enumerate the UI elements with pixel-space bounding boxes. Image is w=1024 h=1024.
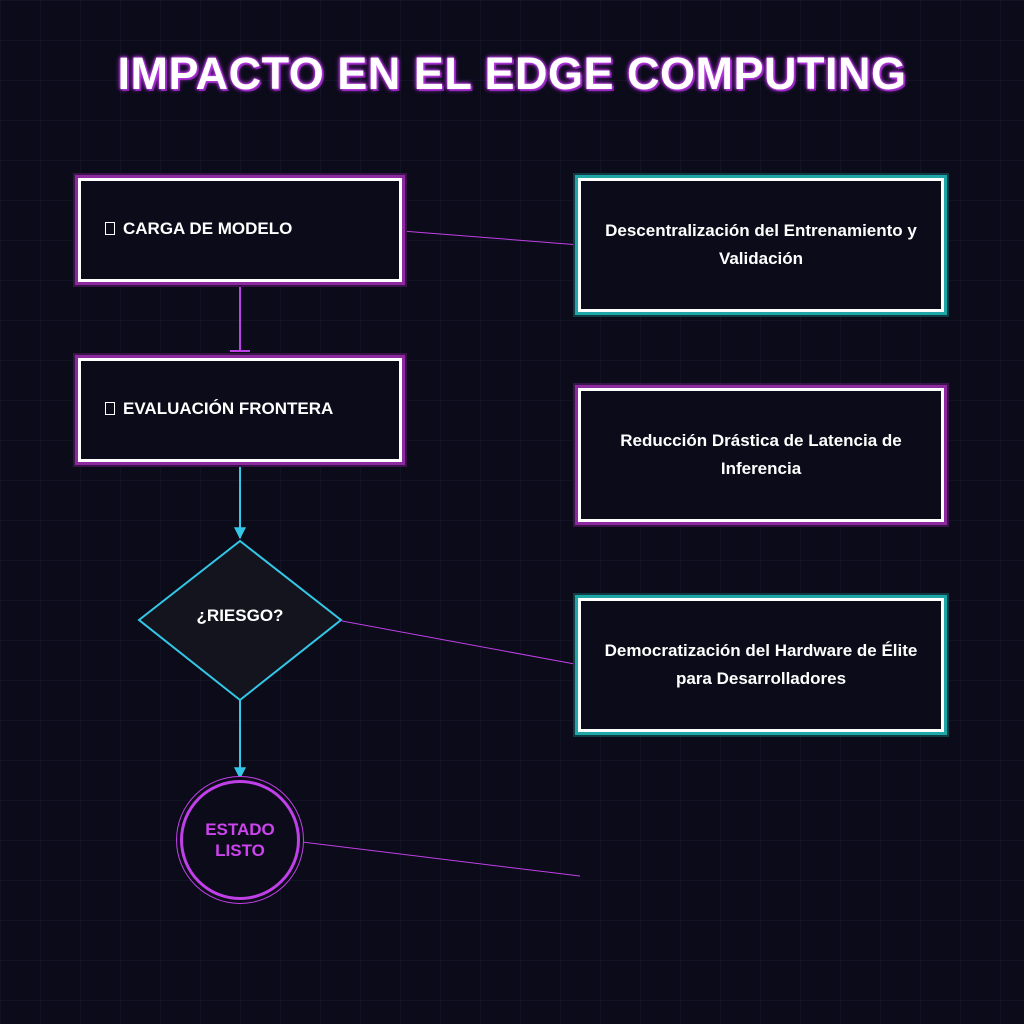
impact-descentralizacion: Descentralización del Entrenamiento y Va… — [578, 178, 944, 312]
impact-text: Reducción Drástica de Latencia de Infere… — [620, 431, 902, 478]
page-title: IMPACTO EN EL EDGE COMPUTING — [117, 48, 907, 99]
step-label: EVALUACIÓN FRONTERA — [123, 399, 334, 418]
impact-democratizacion: Democratización del Hardware de Élite pa… — [578, 598, 944, 732]
link-terminal — [301, 841, 581, 877]
decision-label: ¿RIESGO? — [196, 606, 284, 625]
step-carga-de-modelo: CARGA DE MODELO — [78, 178, 402, 282]
impact-text: Descentralización del Entrenamiento y Va… — [605, 221, 917, 268]
box-glyph-icon — [105, 222, 115, 235]
step-evaluacion-frontera: EVALUACIÓN FRONTERA — [78, 358, 402, 462]
link-step1-impact1 — [401, 230, 581, 246]
decision-diamond — [137, 539, 343, 702]
step-label: CARGA DE MODELO — [123, 219, 293, 238]
terminal-line-1: ESTADO — [205, 820, 275, 839]
terminal-line-2: LISTO — [215, 841, 265, 860]
link-decision-impact3 — [341, 620, 581, 666]
box-glyph-icon — [105, 402, 115, 415]
impact-reduccion-latencia: Reducción Drástica de Latencia de Infere… — [578, 388, 944, 522]
terminal-estado-listo: ESTADO LISTO — [180, 780, 300, 900]
impact-text: Democratización del Hardware de Élite pa… — [604, 641, 918, 688]
